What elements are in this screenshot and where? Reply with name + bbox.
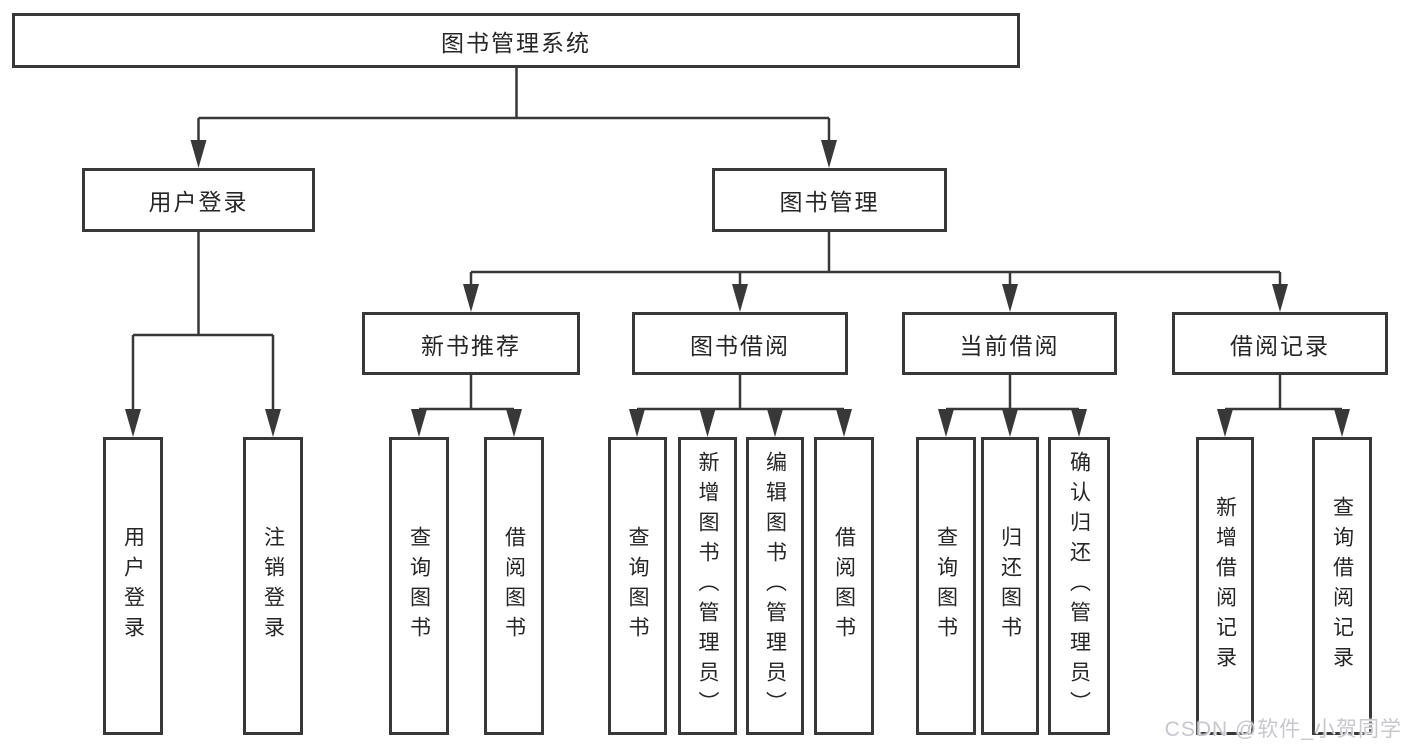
- node-label: 新增图书（管理员）: [696, 451, 719, 721]
- csdn-watermark: CSDN @软件_小贺同学: [1164, 718, 1402, 741]
- leaf-add-borrow-record: 新增借阅记录: [1196, 437, 1254, 735]
- node-label: 用户登录: [148, 189, 249, 215]
- node-label: 查询借阅记录: [1330, 496, 1354, 676]
- node-new-book-recommend: 新书推荐: [362, 312, 580, 375]
- node-label: 图书借阅: [690, 332, 790, 359]
- leaf-return-books: 归还图书: [981, 437, 1039, 735]
- node-label: 新书推荐: [421, 332, 521, 359]
- node-user-login: 用户登录: [82, 168, 315, 232]
- leaf-query-books-recommend: 查询图书: [389, 437, 449, 735]
- node-label: 借阅图书: [502, 526, 526, 646]
- leaf-query-borrow-record: 查询借阅记录: [1312, 437, 1372, 735]
- leaf-confirm-return-admin: 确认归还（管理员）: [1048, 437, 1110, 735]
- node-current-borrowing: 当前借阅: [902, 312, 1117, 375]
- node-book-borrowing: 图书借阅: [632, 312, 848, 375]
- node-label: 注销登录: [261, 526, 285, 646]
- leaf-edit-books-admin: 编辑图书（管理员）: [746, 437, 804, 735]
- leaf-query-books-current: 查询图书: [916, 437, 976, 735]
- node-label: 用户登录: [121, 526, 145, 646]
- node-label: 图书管理系统: [441, 29, 591, 56]
- leaf-borrow-books-borrowing: 借阅图书: [814, 437, 874, 735]
- node-label: 归还图书: [998, 526, 1022, 646]
- node-library-management-system: 图书管理系统: [12, 13, 1020, 68]
- node-label: 当前借阅: [959, 332, 1060, 359]
- node-label: 查询图书: [626, 526, 649, 646]
- node-label: 图书管理: [779, 189, 880, 215]
- leaf-query-books-borrowing: 查询图书: [608, 437, 667, 735]
- node-label: 借阅记录: [1230, 332, 1330, 359]
- leaf-logout-login: 注销登录: [243, 437, 303, 735]
- node-label: 查询图书: [934, 526, 958, 646]
- node-label: 新增借阅记录: [1213, 496, 1237, 676]
- node-borrowing-records: 借阅记录: [1172, 312, 1388, 375]
- leaf-user-login: 用户登录: [103, 437, 163, 735]
- node-label: 确认归还（管理员）: [1067, 451, 1091, 721]
- node-label: 编辑图书（管理员）: [763, 451, 787, 721]
- node-label: 借阅图书: [832, 526, 856, 646]
- leaf-add-books-admin: 新增图书（管理员）: [678, 437, 737, 735]
- node-label: 查询图书: [407, 526, 431, 646]
- node-book-management: 图书管理: [712, 168, 947, 232]
- leaf-borrow-books-recommend: 借阅图书: [484, 437, 544, 735]
